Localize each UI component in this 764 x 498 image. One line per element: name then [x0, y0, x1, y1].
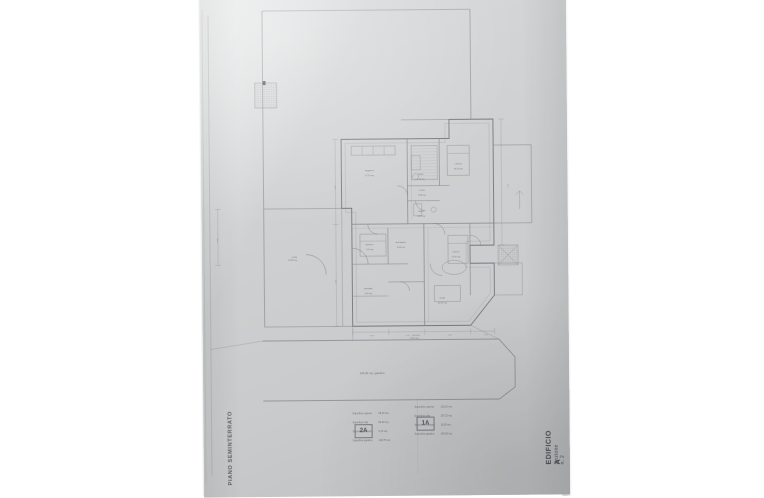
terrace-area-text: terrazza 18,30 mq	[409, 335, 420, 340]
room-area: 10,75 mq	[437, 302, 447, 305]
room-label-disimpegno: disimpegno 6,40 mq	[392, 240, 406, 252]
schedule-value: 120,10 mq	[440, 405, 452, 409]
terrace-area-tag: terrazza 18,30 mq	[409, 333, 420, 343]
room-label-cucina: cucina 9,80 mq	[414, 188, 426, 200]
courtyard-area-tag: cortile 47,80 mq	[288, 255, 297, 265]
room-area: 12,50 mq	[451, 256, 461, 259]
room-area: 4,35 mq	[417, 215, 425, 218]
unit-code-box-1a: 1A	[416, 416, 435, 431]
room-name: bagno	[418, 211, 424, 214]
schedule-row: Superficie coperta 120,10 mq	[414, 405, 451, 408]
schedule-label: Superficie coperta	[352, 412, 372, 416]
dimension-label: 4,65	[335, 279, 338, 284]
room-label-bagno-2: bagno 4,35 mq	[414, 209, 425, 221]
room-area: 5,10 mq	[416, 178, 425, 181]
room-name: ripostiglio	[363, 288, 373, 291]
room-name: studio	[439, 297, 446, 300]
floor-plan-drawing	[200, 0, 570, 498]
dimension-label: 3,55	[405, 334, 410, 337]
unit-code-box-2a: 2A	[354, 424, 373, 439]
schedule-value: 95,40 mq	[378, 411, 389, 416]
room-area: 7,25 mq	[365, 249, 374, 252]
room-area: 6,40 mq	[397, 247, 405, 250]
room-name: cucina	[418, 190, 425, 193]
room-name: ingresso	[365, 244, 374, 247]
room-label-camera-1: camera 14,20 mq	[450, 161, 463, 173]
dimension-label: 2,80	[447, 334, 452, 337]
schedule-label: Superficie coperta	[414, 405, 434, 409]
room-name: disimpegno	[395, 242, 407, 245]
dimension-label: 2,35	[507, 184, 510, 188]
titleblock-floor-label: PIANO SEMINTERRATO	[227, 411, 234, 485]
room-area: 14,20 mq	[453, 168, 463, 171]
schedule-value: 120,75 mq	[378, 438, 391, 443]
room-name: bagno	[417, 174, 424, 177]
garden-area-text: 164,50 mq giardino	[359, 371, 385, 376]
schedule-row: Superficie giardino 164,50 mq	[415, 432, 452, 435]
dimension-label: 4,20	[369, 335, 374, 338]
room-area: 27,15 mq	[365, 175, 374, 178]
schedule-label: Superficie giardino	[352, 439, 373, 443]
schedule-value: 18,30 mq	[440, 423, 451, 427]
unit-code-1a: 1A	[421, 420, 430, 427]
room-name: camera	[454, 163, 462, 166]
room-area: 9,80 mq	[418, 194, 426, 197]
dimension-label: 5,10	[483, 334, 488, 337]
courtyard-area-text: cortile 47,80 mq	[288, 257, 298, 262]
section-label-text: Sezione n. 2	[553, 444, 566, 465]
room-label-camera-2: camera 12,50 mq	[448, 249, 461, 261]
schedule-row: Superficie giardino 120,75 mq	[353, 439, 390, 442]
unit-code-2a: 2A	[359, 428, 368, 435]
floor-label-text: PIANO SEMINTERRATO	[227, 411, 235, 486]
schedule-value: 107,15 mq	[440, 414, 452, 418]
dimension-label: 3,90	[334, 185, 337, 190]
schedule-value: 82,60 mq	[378, 420, 389, 425]
dimension-label: 6,00	[216, 238, 219, 243]
titleblock-section-label: Sezione n. 2	[554, 444, 566, 464]
schedule-value: 164,50 mq	[440, 432, 452, 436]
room-label-ingresso: ingresso 7,25 mq	[362, 242, 373, 254]
schedule-value: 9,10 mq	[378, 429, 388, 434]
room-label-bagno-1: bagno 5,10 mq	[413, 172, 425, 184]
room-area: 3,10 mq	[364, 293, 373, 296]
schedule-row: Superficie coperta 95,40 mq	[352, 412, 389, 415]
room-label-ripostiglio: ripostiglio 3,10 mq	[360, 286, 373, 298]
garden-area-tag: 164,50 mq giardino	[355, 367, 385, 379]
room-name: camera	[452, 251, 460, 254]
room-name: soggiorno	[364, 170, 374, 173]
schedule-label: Superficie giardino	[414, 432, 435, 436]
room-label-studio: studio 10,75 mq	[434, 295, 447, 307]
room-label-soggiorno: soggiorno 27,15 mq	[361, 168, 374, 180]
